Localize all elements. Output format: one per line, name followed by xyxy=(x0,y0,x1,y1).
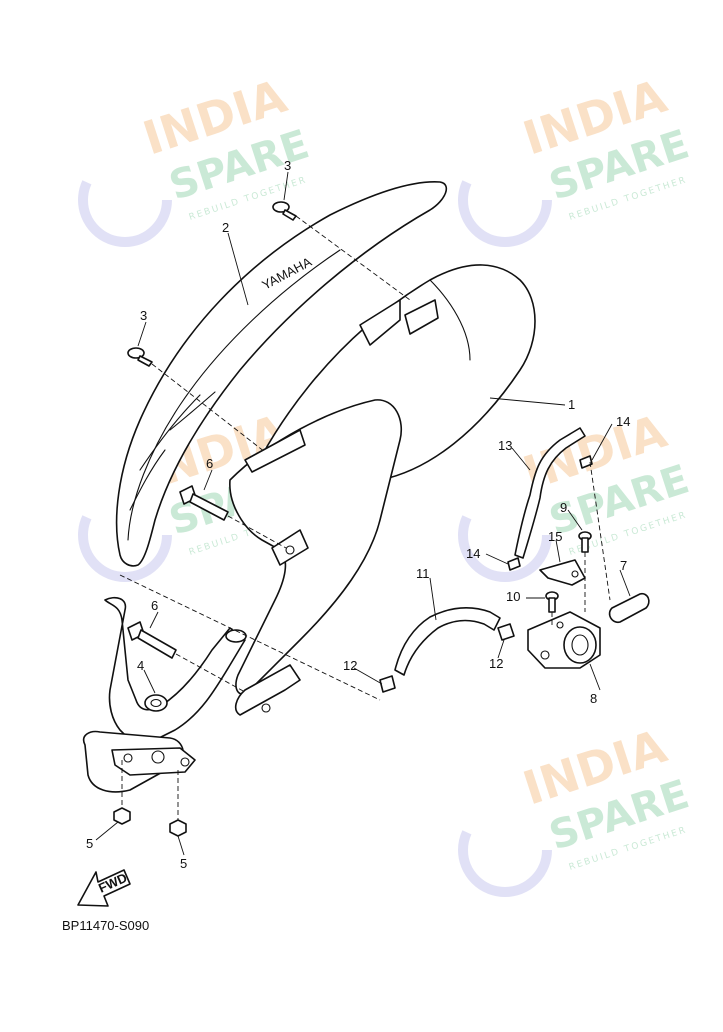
bolt-lower xyxy=(127,621,177,659)
callout-12-left: 12 xyxy=(343,658,357,673)
wrench-icon xyxy=(458,153,552,247)
callout-4: 4 xyxy=(137,658,144,673)
reed-valve-8 xyxy=(527,611,601,669)
callout-labels: 1 2 3 3 4 5 5 6 6 7 8 9 10 11 12 12 13 1… xyxy=(86,158,630,871)
clip-14-a xyxy=(507,557,521,571)
wrench-icon xyxy=(78,488,172,582)
wrench-icon xyxy=(458,488,552,582)
callout-3-left: 3 xyxy=(140,308,147,323)
callout-5-right: 5 xyxy=(180,856,187,871)
callout-6-upper: 6 xyxy=(206,456,213,471)
bolt-upper xyxy=(179,485,229,521)
exhaust-pipe xyxy=(82,596,247,793)
callout-15: 15 xyxy=(548,529,562,544)
screw-top xyxy=(272,201,297,221)
callout-7: 7 xyxy=(620,558,627,573)
hose-13 xyxy=(514,427,586,559)
bracket-15 xyxy=(539,559,586,586)
callout-5-left: 5 xyxy=(86,836,93,851)
callout-10: 10 xyxy=(506,589,520,604)
hose-7 xyxy=(608,592,650,624)
nut-right xyxy=(169,819,187,837)
muffler-body xyxy=(229,264,536,716)
callout-9: 9 xyxy=(560,500,567,515)
callout-11: 11 xyxy=(416,566,430,581)
callout-12-right: 12 xyxy=(489,656,503,671)
nut-left xyxy=(113,807,131,825)
callout-8: 8 xyxy=(590,691,597,706)
callout-14-left: 14 xyxy=(466,546,480,561)
bolt-10 xyxy=(545,591,559,613)
diagram-code: BP11470-S090 xyxy=(62,918,150,933)
heat-shield: YAMAHA xyxy=(115,181,448,567)
gasket xyxy=(144,694,168,712)
leader-lines xyxy=(95,171,631,856)
callout-13: 13 xyxy=(498,438,512,453)
bolt-9 xyxy=(578,531,592,553)
callout-3-top: 3 xyxy=(284,158,291,173)
wrench-icon xyxy=(78,153,172,247)
clip-14-b xyxy=(579,455,593,469)
callout-1: 1 xyxy=(568,397,575,412)
callout-2: 2 xyxy=(222,220,229,235)
fwd-arrow-icon: FWD xyxy=(77,869,131,907)
wrench-icon xyxy=(458,803,552,897)
clip-12-a xyxy=(497,623,515,641)
callout-14-right: 14 xyxy=(616,414,630,429)
hose-11 xyxy=(379,607,501,693)
screw-left xyxy=(127,347,153,367)
callout-6-lower: 6 xyxy=(151,598,158,613)
